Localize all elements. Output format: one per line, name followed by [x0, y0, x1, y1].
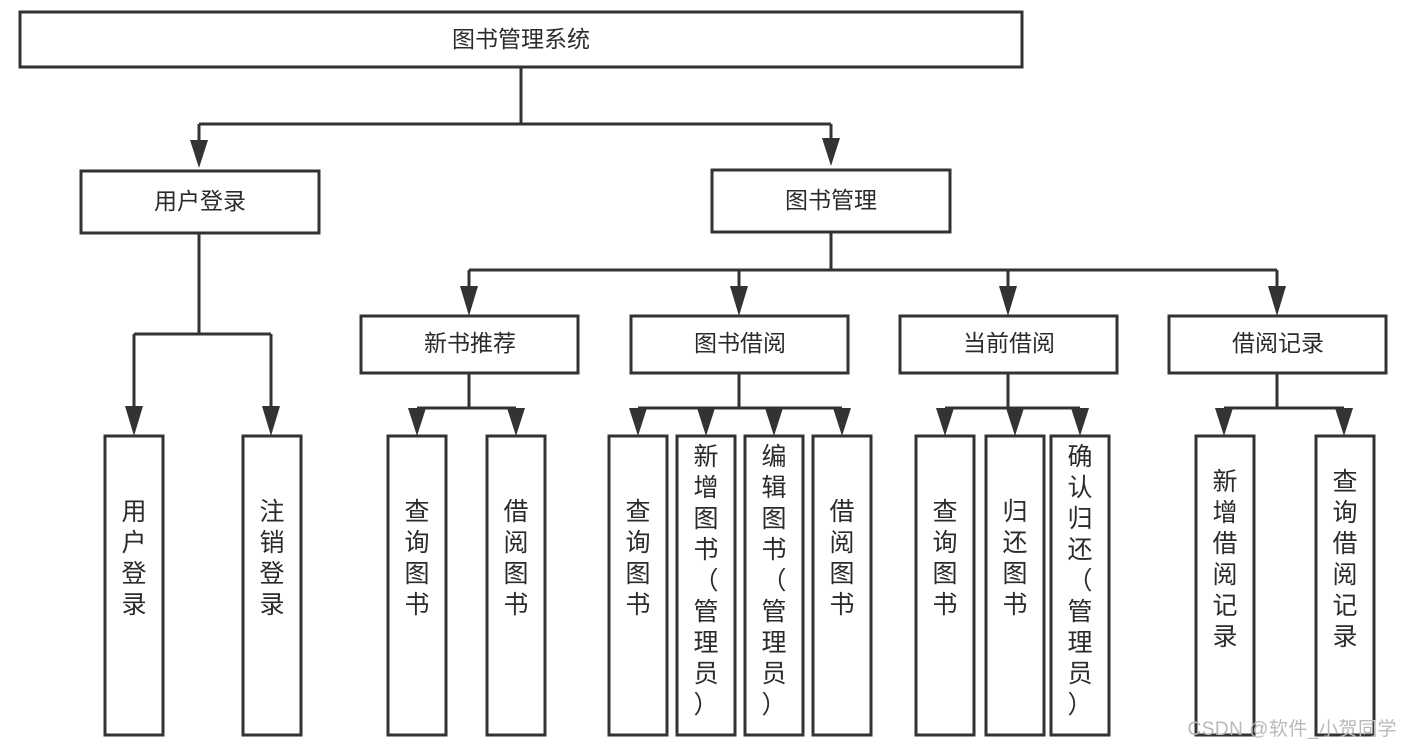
leaf-current-2-box[interactable]: [984, 434, 1046, 737]
node-root[interactable]: 图书管理系统: [18, 10, 1024, 69]
leaf-borrow-4[interactable]: 借阅图书: [811, 434, 873, 737]
leaf-new-book-1-box[interactable]: [386, 434, 448, 737]
arrow-head-user-login: [190, 140, 208, 168]
arrow-head-leaf-current-1: [936, 408, 954, 436]
connector-group-records: [1215, 373, 1353, 436]
node-current-borrow-box[interactable]: [898, 314, 1119, 375]
node-borrow-records-box[interactable]: [1167, 314, 1388, 375]
leaf-new-book-2-label: 借阅图书: [503, 498, 528, 619]
arrow-head-leaf-current-3: [1071, 408, 1089, 436]
leaf-new-book-2[interactable]: 借阅图书: [485, 434, 547, 737]
leaf-current-3-box[interactable]: [1049, 434, 1111, 737]
leaf-current-2[interactable]: 归还图书: [984, 434, 1046, 737]
csdn-watermark: CSDN @软件_小贺同学: [1187, 719, 1397, 740]
node-book-borrow-label: 图书借阅: [694, 330, 786, 356]
arrow-head-leaf-borrow-3: [765, 408, 783, 436]
node-book-management-label: 图书管理: [785, 187, 877, 213]
connector-group-root: [190, 67, 840, 168]
arrow-head-leaf-new-book-2: [507, 408, 525, 436]
arrow-head-records: [1268, 286, 1286, 316]
leaf-borrow-2-label: 新增图书（管理员）: [693, 443, 718, 719]
leaf-current-1[interactable]: 查询图书: [914, 434, 976, 737]
leaf-new-book-1[interactable]: 查询图书: [386, 434, 448, 737]
arrow-head-leaf-new-book-1: [408, 408, 426, 436]
arrow-head-leaf-user-login-1: [125, 406, 143, 436]
leaf-current-1-label: 查询图书: [932, 498, 957, 619]
node-book-borrow[interactable]: 图书借阅: [629, 314, 850, 375]
leaf-current-3-label: 确认归还（管理员）: [1067, 443, 1092, 719]
connector-group-book-mgmt: [460, 232, 1286, 316]
node-new-book-recommend-label: 新书推荐: [424, 330, 516, 356]
leaf-borrow-3[interactable]: 编辑图书（管理员）: [743, 434, 805, 737]
arrow-head-leaf-user-login-2: [262, 406, 280, 436]
arrow-head-leaf-current-2: [1006, 408, 1024, 436]
leaf-borrow-3-label: 编辑图书（管理员）: [761, 443, 786, 719]
node-user-login-label: 用户登录: [154, 188, 246, 214]
node-borrow-records[interactable]: 借阅记录: [1167, 314, 1388, 375]
node-user-login[interactable]: 用户登录: [79, 169, 321, 235]
leaf-borrow-4-box[interactable]: [811, 434, 873, 737]
leaf-user-login-1-label: 用户登录: [121, 498, 146, 619]
arrow-head-current: [999, 286, 1017, 316]
arrow-head-leaf-borrow-4: [833, 408, 851, 436]
node-book-borrow-box[interactable]: [629, 314, 850, 375]
node-root-label: 图书管理系统: [452, 26, 590, 52]
arrow-head-leaf-borrow-2: [697, 408, 715, 436]
leaf-records-1-label: 新增借阅记录: [1212, 468, 1237, 651]
leaf-new-book-1-label: 查询图书: [404, 498, 429, 619]
leaf-current-1-box[interactable]: [914, 434, 976, 737]
arrow-head-leaf-borrow-1: [629, 408, 647, 436]
leaf-current-3[interactable]: 确认归还（管理员）: [1049, 434, 1111, 737]
node-user-login-box[interactable]: [79, 169, 321, 235]
leaf-borrow-3-box[interactable]: [743, 434, 805, 737]
leaf-borrow-1[interactable]: 查询图书: [607, 434, 669, 737]
leaf-borrow-2[interactable]: 新增图书（管理员）: [675, 434, 737, 737]
node-current-borrow[interactable]: 当前借阅: [898, 314, 1119, 375]
leaf-records-2[interactable]: 查询借阅记录: [1314, 434, 1376, 737]
leaf-user-login-1-box[interactable]: [103, 434, 165, 737]
leaf-records-1-box[interactable]: [1194, 434, 1256, 737]
leaf-user-login-1[interactable]: 用户登录: [103, 434, 165, 737]
leaf-borrow-4-label: 借阅图书: [829, 498, 854, 619]
node-book-management[interactable]: 图书管理: [710, 168, 952, 234]
node-new-book-recommend[interactable]: 新书推荐: [359, 314, 580, 375]
leaf-records-1[interactable]: 新增借阅记录: [1194, 434, 1256, 737]
node-current-borrow-label: 当前借阅: [963, 330, 1055, 356]
arrow-head-leaf-records-1: [1215, 408, 1233, 436]
arrow-head-borrow: [730, 286, 748, 316]
connector-group-user-login: [125, 233, 280, 436]
node-book-management-box[interactable]: [710, 168, 952, 234]
leaf-user-login-2[interactable]: 注销登录: [241, 434, 303, 737]
arrow-head-new-book: [460, 286, 478, 316]
leaf-borrow-1-box[interactable]: [607, 434, 669, 737]
node-root-box[interactable]: [18, 10, 1024, 69]
leaf-borrow-1-label: 查询图书: [625, 498, 650, 619]
connector-group-new-book: [408, 373, 525, 436]
leaf-records-2-label: 查询借阅记录: [1332, 468, 1357, 651]
node-new-book-recommend-box[interactable]: [359, 314, 580, 375]
leaf-records-2-box[interactable]: [1314, 434, 1376, 737]
leaf-current-2-label: 归还图书: [1002, 498, 1027, 619]
node-borrow-records-label: 借阅记录: [1232, 330, 1324, 356]
leaf-new-book-2-box[interactable]: [485, 434, 547, 737]
connector-group-borrow: [629, 373, 851, 436]
leaf-borrow-2-box[interactable]: [675, 434, 737, 737]
leaf-user-login-2-label: 注销登录: [259, 498, 284, 619]
arrow-head-book-mgmt: [822, 138, 840, 166]
connector-group-current: [936, 373, 1089, 436]
arrow-head-leaf-records-2: [1335, 408, 1353, 436]
leaf-user-login-2-box[interactable]: [241, 434, 303, 737]
